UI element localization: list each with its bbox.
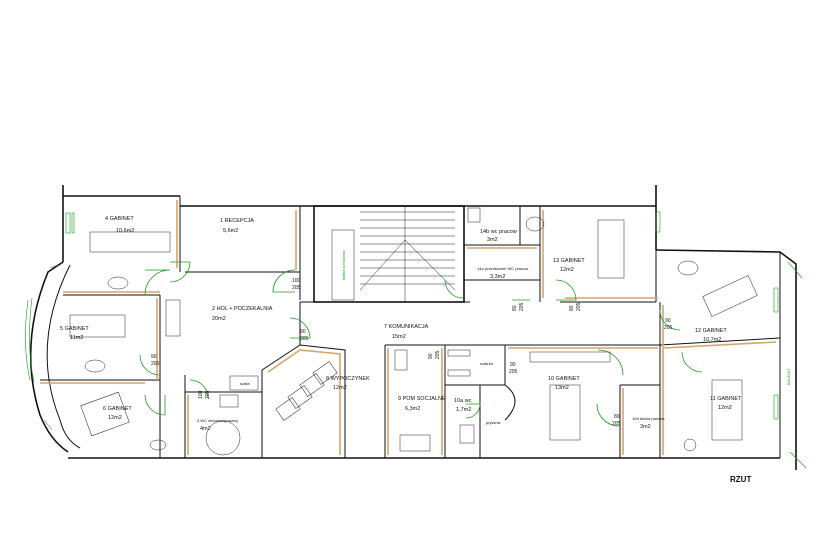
doors	[139, 261, 703, 427]
room-8-area: 12m2	[333, 385, 347, 391]
label-szafa: szafa	[240, 381, 250, 386]
room-14b-name: 14b wc pracow	[480, 229, 517, 235]
room-14b-area: 3m2	[487, 237, 498, 243]
room-10a-name: 10a wc	[454, 398, 472, 404]
room-13-name: 13 GABINET	[553, 258, 585, 264]
room-13-area: 12m2	[560, 267, 574, 273]
room-6-name: 6 GABINET	[103, 406, 132, 412]
stairs	[331, 206, 456, 302]
room-11-name: 11 GABINET	[710, 396, 742, 402]
room-7-area: 15m2	[392, 334, 406, 340]
door-labels: 100 205 90 205 90 205 100 205 90 205 80 …	[151, 278, 673, 427]
room-5-name: 5 GABINET	[60, 326, 89, 332]
room-10d-name: 10d łaźnia parowa	[632, 416, 665, 421]
room-2-area: 20m2	[212, 316, 226, 322]
room-1-name: 1 RECEPCJA	[220, 218, 254, 224]
door-label-w: 90	[665, 318, 671, 324]
drawing-title: RZUT	[730, 475, 751, 484]
label-szatnia: szatnia	[480, 361, 493, 366]
door-label-w: 80	[614, 414, 620, 420]
extra-labels: szafa szatnia prysznic BALKON klatka sch…	[240, 250, 791, 425]
windows-left	[25, 212, 75, 431]
room-7-name: 7 KOMUNIKACJA	[384, 324, 429, 330]
room-10a-area: 1,7m2	[456, 407, 471, 413]
room-2-name: 2 HOL + POCZEKALNIA	[212, 306, 273, 312]
room-12-name: 12 GABINET	[695, 328, 727, 334]
room-3-name: 3 WC niepełnosprawny	[197, 418, 238, 423]
door-label-w: 100	[292, 278, 301, 284]
door-label-h: 205	[292, 285, 301, 291]
door-label-w: 90	[510, 362, 516, 368]
door-label-h: 205	[435, 350, 441, 359]
room-14a-name: 14a przedsionek WC pracow.	[477, 266, 529, 271]
door-label-w: 90	[300, 329, 306, 335]
door-label-h: 205	[205, 390, 211, 399]
room-11-area: 12m2	[718, 405, 732, 411]
room-labels: 4 GABINET 10,6m2 1 RECEPCJA 5,6m2 2 HOL …	[60, 216, 742, 432]
door-label-w: 90	[151, 354, 157, 360]
room-10-name: 10 GABINET	[548, 376, 580, 382]
furniture	[69, 207, 758, 456]
label-prysznic: prysznic	[486, 420, 501, 425]
room-1-area: 5,6m2	[223, 228, 238, 234]
room-4-area: 10,6m2	[116, 228, 134, 234]
room-6-area: 12m2	[108, 415, 122, 421]
room-9-name: 9 POM SOCJALNE	[398, 396, 446, 402]
room-3-area: 4m2	[200, 426, 211, 432]
door-label-h: 205	[664, 325, 673, 331]
door-label-w: 80	[569, 305, 575, 311]
room-4-name: 4 GABINET	[105, 216, 134, 222]
door-label-h: 205	[509, 369, 518, 375]
outer-walls	[29, 185, 797, 470]
room-10d-area: 3m2	[640, 424, 651, 430]
room-14a-area: 3,3m2	[490, 274, 505, 280]
room-9-area: 6,3m2	[405, 406, 420, 412]
door-label-w: 90	[428, 353, 434, 359]
door-label-h: 205	[151, 361, 160, 367]
interior-walls	[40, 196, 781, 458]
door-label-h: 205	[576, 302, 582, 311]
door-label-h: 205	[519, 302, 525, 311]
door-label-w: 80	[512, 305, 518, 311]
room-10-area: 13m2	[555, 385, 569, 391]
room-12-area: 10,7m2	[703, 337, 721, 343]
label-stairs: klatka schodowa	[341, 250, 346, 280]
room-5-area: 11m2	[70, 335, 83, 341]
door-label-h: 205	[612, 421, 621, 427]
label-balkon: BALKON	[786, 369, 791, 385]
door-label-w: 100	[198, 390, 204, 399]
room-8-name: 8 WYPOCZYNEK	[326, 376, 370, 382]
door-label-h: 205	[300, 336, 309, 342]
windows-right	[655, 211, 807, 469]
